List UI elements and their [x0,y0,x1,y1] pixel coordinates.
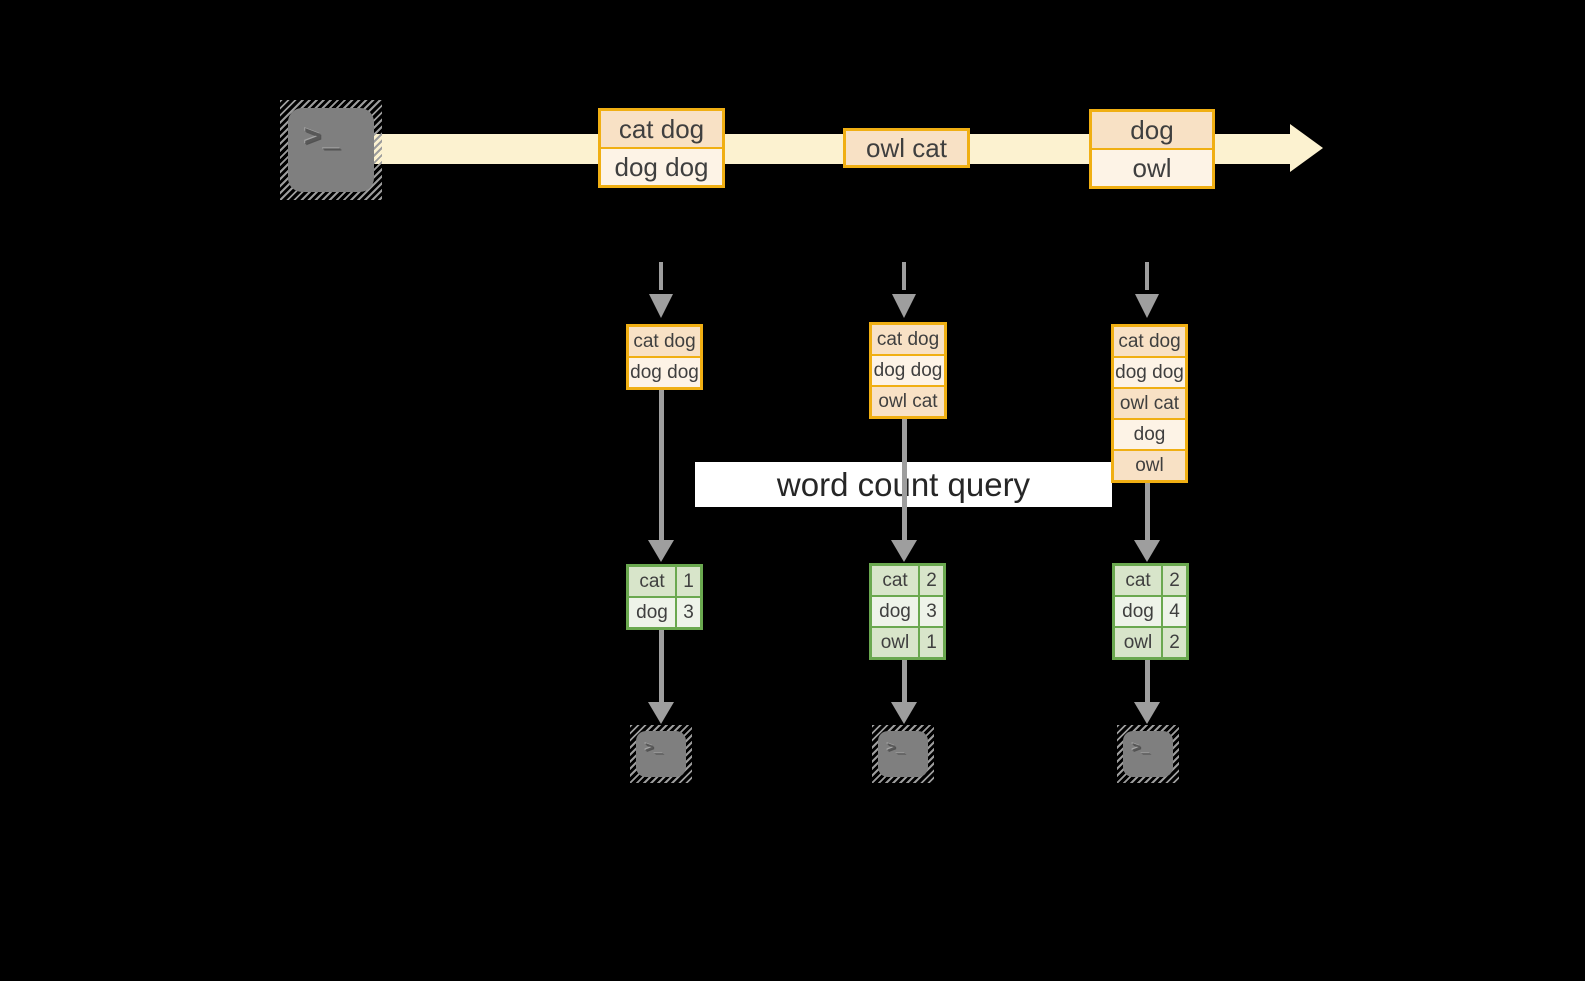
stream-batch-2: owl cat [843,128,970,168]
terminal-prompt-glyph: >_ [887,739,907,756]
terminal-screen: >_ [878,731,928,777]
state-record: cat dog [872,325,944,354]
stream-record: dog [1092,112,1212,148]
count-value-cell: 2 [1161,628,1186,657]
state-record: owl [1114,449,1185,480]
sink-terminal-icon: >_ [872,725,934,783]
count-value-cell: 3 [675,598,700,627]
flow-arrow-line [659,390,664,542]
count-row: cat 2 [1115,566,1186,595]
count-value-cell: 3 [918,597,943,626]
count-word-cell: owl [880,631,910,653]
sink-terminal-icon: >_ [1117,725,1179,783]
count-row: owl 2 [1115,626,1186,657]
count-row: cat 2 [872,566,943,595]
count-value-cell: 2 [1161,566,1186,595]
count-word-cell: cat [1125,569,1151,591]
flow-arrow-head-icon [891,540,917,562]
terminal-screen: >_ [636,731,686,777]
batch-arrow-dash [659,262,663,290]
state-box-1: cat dog dog dog [626,324,703,390]
count-table-3: cat 2 dog 4 owl 2 [1112,563,1189,660]
state-record: cat dog [629,327,700,356]
state-record: owl cat [1114,387,1185,418]
flow-arrow-line [1145,660,1150,704]
count-word-cell: cat [639,570,665,592]
terminal-screen: >_ [288,108,374,192]
state-record: dog [1114,418,1185,449]
stream-record: owl [1092,148,1212,186]
count-row: cat 1 [629,567,700,596]
count-row: dog 3 [629,596,700,627]
batch-arrow-head-icon [649,294,673,318]
state-box-3: cat dog dog dog owl cat dog owl [1111,324,1188,483]
flow-arrow-line [659,630,664,704]
count-value-cell: 2 [918,566,943,595]
count-value-cell: 1 [918,628,943,657]
terminal-prompt-glyph: >_ [1132,739,1152,756]
count-word-cell: owl [1123,631,1153,653]
stream-batch-1: cat dog dog dog [598,108,725,188]
flow-arrow-line [902,419,907,542]
count-word-cell: dog [1122,600,1154,622]
count-word-cell: cat [882,569,908,591]
stream-arrowhead-icon [1290,124,1323,172]
flow-arrow-line [1145,483,1150,542]
source-terminal-icon: >_ [280,100,382,200]
state-record: dog dog [872,354,944,385]
flow-arrow-head-icon [1134,702,1160,724]
state-record: cat dog [1114,327,1185,356]
count-value-cell: 4 [1161,597,1186,626]
batch-arrow-head-icon [892,294,916,318]
count-table-1: cat 1 dog 3 [626,564,703,630]
stream-record: dog dog [601,147,722,185]
count-table-2: cat 2 dog 3 owl 1 [869,563,946,660]
terminal-prompt-glyph: >_ [304,120,343,153]
state-box-2: cat dog dog dog owl cat [869,322,947,419]
stream-record: cat dog [601,111,722,147]
count-word-cell: dog [636,601,668,623]
flow-arrow-head-icon [648,702,674,724]
batch-arrow-dash [902,262,906,290]
state-record: dog dog [1114,356,1185,387]
terminal-prompt-glyph: >_ [645,739,665,756]
sink-terminal-icon: >_ [630,725,692,783]
count-row: dog 4 [1115,595,1186,626]
state-record: dog dog [629,356,700,387]
flow-arrow-line [902,660,907,704]
count-value-cell: 1 [675,567,700,596]
count-word-cell: dog [879,600,911,622]
terminal-screen: >_ [1123,731,1173,777]
count-row: owl 1 [872,626,943,657]
batch-arrow-dash [1145,262,1149,290]
stream-record: owl cat [846,131,967,165]
flow-arrow-head-icon [648,540,674,562]
state-record: owl cat [872,385,944,416]
flow-arrow-head-icon [1134,540,1160,562]
flow-arrow-head-icon [891,702,917,724]
batch-arrow-head-icon [1135,294,1159,318]
stream-batch-3: dog owl [1089,109,1215,189]
count-row: dog 3 [872,595,943,626]
